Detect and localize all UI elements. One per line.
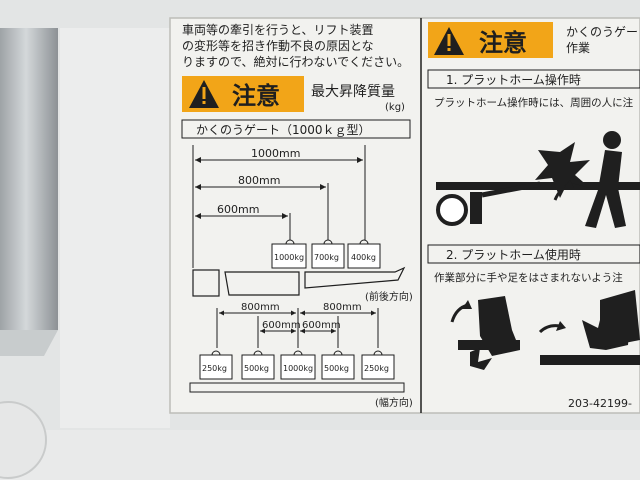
section2-title: 2. プラットホーム使用時 [446, 247, 581, 262]
metal-pole [0, 28, 58, 330]
part-number: 203-42199- [568, 397, 632, 410]
direction-front-rear: (前後方向) [365, 290, 413, 303]
warning-exclaim-bar [202, 87, 206, 99]
dim-1000mm: 1000mm [251, 147, 300, 160]
weight-700kg: 700kg [314, 253, 339, 262]
lateral-arrowheads [219, 310, 376, 334]
panel-lower-edge [0, 430, 640, 480]
section2-title-box [427, 244, 640, 264]
top-text-line-3: りますので、絶対に行わないでください。 [182, 54, 409, 69]
right-caution-label: 注意 [479, 29, 527, 57]
section2-text: 作業部分に手や足をはさまれないよう注 [434, 271, 623, 284]
platform-width-bar [189, 382, 405, 393]
warning-exclaim-dot [202, 101, 206, 104]
lat-weight-2: 500kg [244, 364, 269, 373]
right-heading-line-2: 作業 [566, 41, 590, 55]
section2-illustration [450, 290, 640, 370]
right-exclaim-dot [447, 48, 451, 51]
section1-title: 1. プラットホーム操作時 [446, 72, 581, 87]
right-heading-line-1: かくのうゲー [566, 25, 638, 39]
caution-panel-right: 注意 かくのうゲー 作業 1. プラットホーム操作時 プラットホーム操作時には、… [427, 22, 640, 410]
weight-400kg: 400kg [351, 253, 376, 262]
direction-width: (幅方向) [375, 396, 413, 409]
caution-badge-label: 注意 [232, 82, 280, 110]
weight-boxes-long [271, 243, 381, 269]
lat-dim-outer-left: 800mm [241, 302, 280, 313]
top-text-line-2: の変形等を招き作動不良の原因とな [182, 38, 374, 53]
right-exclaim-bar [447, 34, 451, 46]
gate-type-label: かくのうゲート（1000ｋｇ型） [196, 123, 371, 137]
lateral-diagram [216, 308, 379, 348]
pole-bracket [0, 330, 58, 356]
lat-weight-4: 500kg [324, 364, 349, 373]
dim-800mm: 800mm [238, 174, 280, 187]
bolt-cap [0, 401, 47, 479]
lat-dim-outer-right: 800mm [323, 302, 362, 313]
weight-hooks-long [285, 239, 369, 245]
lat-weight-1: 250kg [202, 364, 227, 373]
top-text-line-1: 車両等の牽引を行うと、リフト装置 [182, 22, 374, 37]
platform-side-view [192, 266, 406, 297]
white-panel-gap [60, 28, 170, 428]
gate-type-box [181, 119, 411, 139]
dim-600mm: 600mm [217, 203, 259, 216]
lat-dim-inner-right: 600mm [302, 320, 341, 331]
weight-hooks-lat [211, 350, 383, 356]
weight-boxes-lat [199, 354, 395, 380]
lat-weight-5: 250kg [364, 364, 389, 373]
section1-title-box [427, 69, 640, 89]
section1-illustration [436, 131, 640, 228]
section1-text: プラットホーム操作時には、周囲の人に注 [434, 96, 634, 109]
longitudinal-diagram [192, 145, 366, 268]
caution-panel-left: 車両等の牽引を行うと、リフト装置 の変形等を招き作動不良の原因とな りますので、… [181, 22, 413, 409]
lat-weight-3: 1000kg [283, 364, 313, 373]
arrowheads [195, 157, 363, 219]
weight-1000kg: 1000kg [274, 253, 304, 262]
lat-dim-inner-left: 600mm [262, 320, 301, 331]
unit-label: (kg) [385, 102, 405, 113]
max-lift-title: 最大昇降質量 [311, 84, 395, 100]
